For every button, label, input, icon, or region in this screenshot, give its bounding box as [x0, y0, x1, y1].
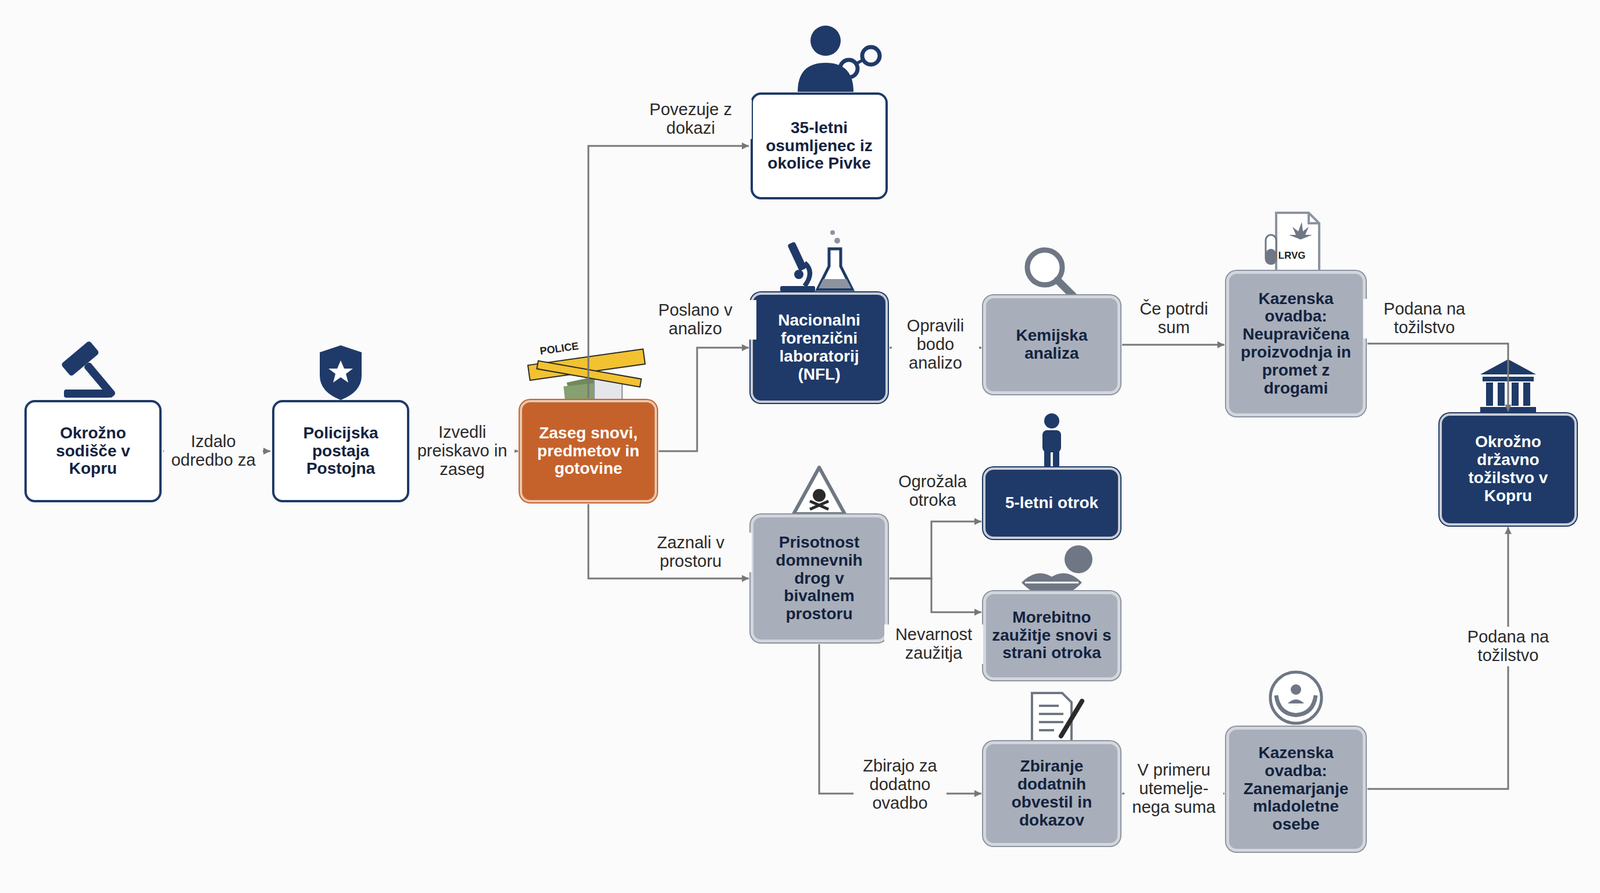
process-box: Kazenska ovadba: Zanemarjanje mladoletne… — [1226, 726, 1366, 852]
edge-label: V primeru utemelje- nega suma — [1124, 759, 1224, 819]
icon-text: LRVG — [1278, 250, 1306, 262]
process-box: 35-letni osumljenec iz okolice Pivke — [750, 92, 888, 200]
edge-label: Podana na tožilstvo — [1363, 298, 1486, 339]
edge-label: Opravili bodo analizo — [891, 315, 980, 374]
hazard-icon — [793, 467, 845, 514]
process-box: Prisotnost domnevnih drog v bivalnem pro… — [750, 514, 888, 643]
evidence-icon — [527, 348, 646, 405]
report-icon — [1265, 212, 1320, 273]
edge-label: Nevarnost zaužitja — [884, 624, 984, 664]
process-box: Zaseg snovi, predmetov in gotovine — [519, 400, 657, 503]
flow-arrow — [1367, 343, 1509, 412]
edge-label: Ogrožala otroka — [883, 471, 982, 512]
process-box: 5-letni otrok — [983, 467, 1121, 539]
lab-icon — [780, 230, 853, 292]
care-icon — [1270, 672, 1322, 724]
edge-label: Izvedli preiskavo in zaseg — [409, 422, 515, 481]
box-label: Policijska postaja Postojna — [280, 424, 402, 478]
flow-arrow — [889, 578, 982, 613]
edge-label: Če potrdi sum — [1124, 298, 1224, 339]
flow-arrow — [1122, 344, 1225, 346]
ingestion-icon — [1021, 545, 1093, 595]
edge-label: Poslano v analizo — [634, 300, 757, 340]
suspect-icon — [797, 25, 880, 92]
process-box: Okrožno državno tožilstvo v Kopru — [1439, 413, 1577, 526]
box-label: 35-letni osumljenec iz okolice Pivke — [758, 119, 880, 173]
process-box: Morebitno zaužitje snovi s strani otroka — [983, 591, 1121, 681]
flow-arrow — [588, 145, 749, 399]
badge-icon — [319, 345, 362, 400]
box-label: Kazenska ovadba: Zanemarjanje mladoletne… — [1234, 744, 1357, 834]
box-label: Nacionalni forenzični laboratorij (NFL) — [758, 311, 880, 384]
flow-arrow — [658, 347, 749, 452]
box-label: Zbiranje dodatnih obvestil in dokazov — [991, 757, 1112, 830]
evidence-doc-icon — [1031, 693, 1082, 744]
gavel-icon — [60, 340, 127, 409]
edge-label: Zbirajo za dodatno ovadbo — [853, 755, 947, 814]
edge-label: Zaznali v prostoru — [629, 532, 752, 573]
box-label: Okrožno državno tožilstvo v Kopru — [1447, 433, 1569, 505]
process-box: Kemijska analiza — [983, 295, 1121, 395]
process-box: Okrožno sodišče v Kopru — [24, 400, 162, 503]
process-box: Zbiranje dodatnih obvestil in dokazov — [983, 741, 1121, 846]
box-label: 5-letni otrok — [1005, 494, 1099, 513]
edge-label: Podana na tožilstvo — [1462, 626, 1555, 667]
child-icon — [1042, 413, 1062, 468]
flow-arrow — [889, 521, 982, 579]
box-label: Kazenska ovadba: Neupravičena proizvodnj… — [1234, 290, 1357, 398]
process-box: Policijska postaja Postojna — [272, 400, 410, 503]
box-label: Prisotnost domnevnih drog v bivalnem pro… — [759, 533, 880, 624]
box-label: Zaseg snovi, predmetov in gotovine — [527, 424, 649, 478]
box-label: Kemijska analiza — [991, 326, 1112, 363]
icon-text: POLICE — [538, 340, 580, 358]
box-label: Okrožno sodišče v Kopru — [32, 424, 154, 478]
magnifier-icon — [1027, 250, 1077, 299]
edge-label: Izdalo odredbo za — [163, 431, 263, 471]
box-label: Morebitno zaužitje snovi s strani otroka — [991, 608, 1112, 663]
process-box: Nacionalni forenzični laboratorij (NFL) — [750, 292, 888, 403]
process-box: Kazenska ovadba: Neupravičena proizvodnj… — [1226, 270, 1366, 417]
edge-label: Povezuje z dokazi — [629, 99, 752, 139]
